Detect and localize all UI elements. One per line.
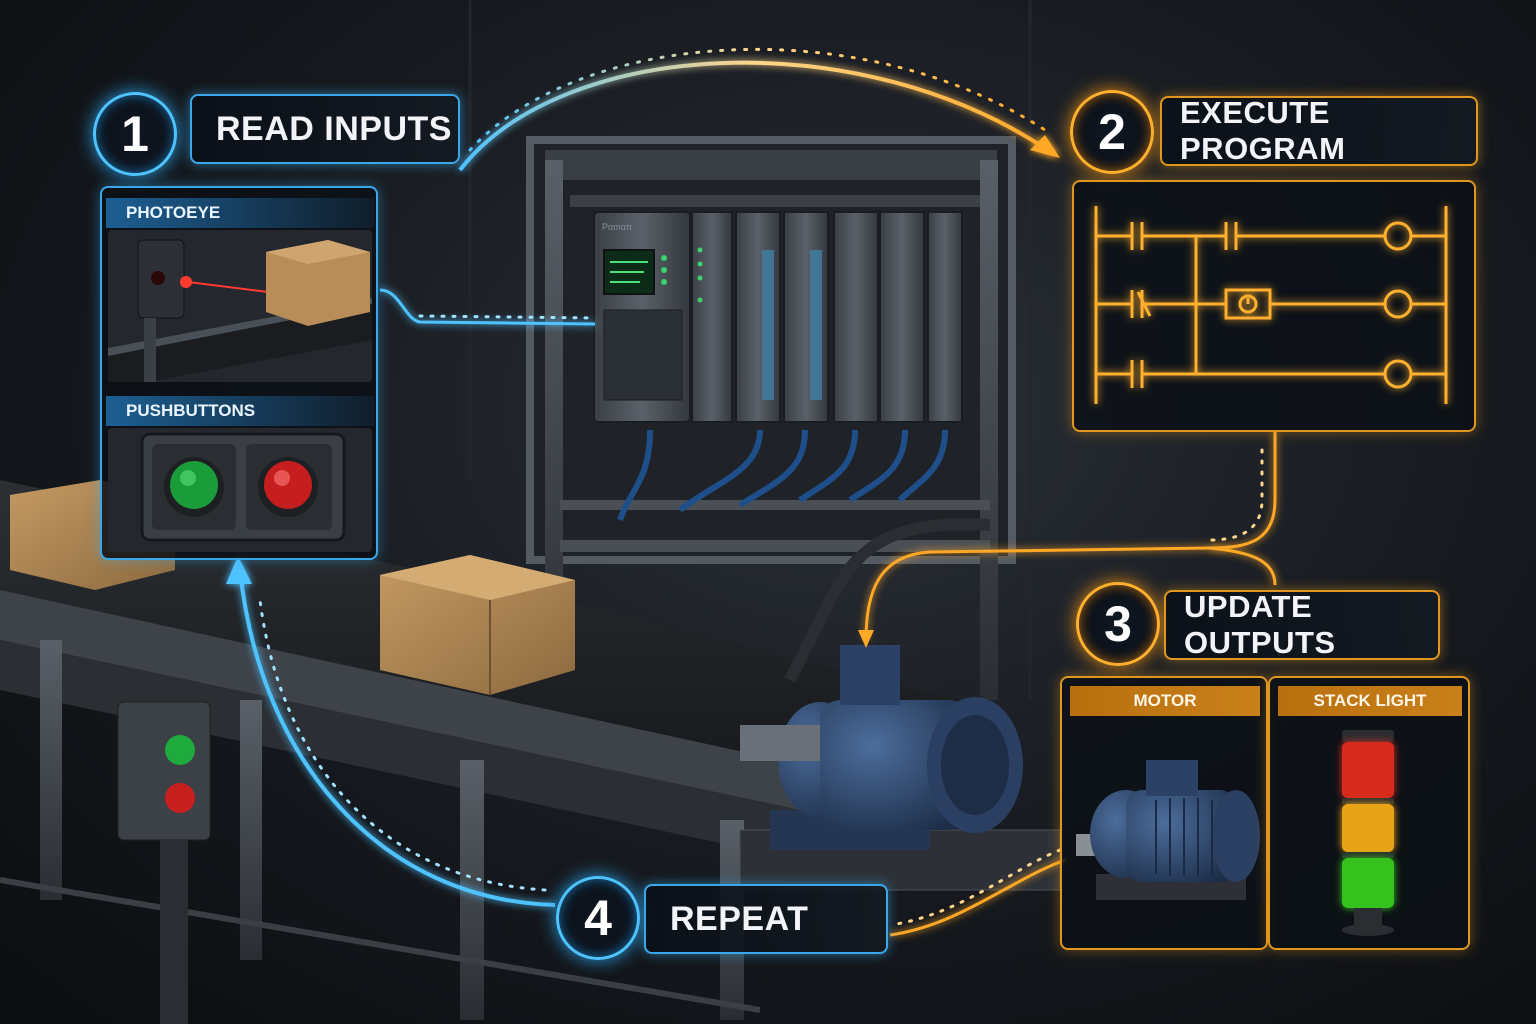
conveyor-motor — [739, 645, 1061, 891]
inputs-panel: PHOTOEYE PUSHBUTTONS — [100, 186, 378, 560]
motor-illustration — [1076, 760, 1260, 900]
pushbuttons-illustration — [108, 428, 372, 552]
step-3-label-pill: UPDATE OUTPUTS — [1164, 589, 1440, 660]
stack-light-illustration — [1342, 730, 1394, 936]
ladder-diagram — [1094, 206, 1448, 404]
step-2-label: EXECUTE PROGRAM — [1180, 95, 1346, 166]
step-1-number: 1 — [121, 106, 149, 162]
plc-io-modules — [691, 211, 963, 423]
motor-header: MOTOR — [1070, 686, 1260, 716]
step-4-label: REPEAT — [670, 899, 809, 938]
step-1-label: READ INPUTS — [216, 109, 452, 148]
step-4-badge: 4 — [556, 876, 640, 960]
pushbutton-station — [117, 701, 211, 1024]
cardboard-boxes — [10, 480, 575, 695]
pushbuttons-image — [108, 428, 372, 552]
plc-brand-text: Pαmαπ — [602, 222, 632, 232]
plc-cables — [617, 429, 948, 521]
step-3-label: UPDATE OUTPUTS — [1184, 589, 1336, 660]
plc-cpu — [593, 211, 691, 423]
stack-light-output-panel: STACK LIGHT — [1268, 676, 1470, 950]
step-1-badge: 1 — [93, 92, 177, 176]
step-3-badge: 3 — [1076, 582, 1160, 666]
stack-light-header: STACK LIGHT — [1278, 686, 1462, 716]
step-4-label-pill: REPEAT — [644, 884, 888, 954]
pushbuttons-header: PUSHBUTTONS — [106, 396, 374, 426]
step-4-number: 4 — [584, 890, 612, 946]
photoeye-image — [108, 230, 372, 382]
motor-output-panel: MOTOR — [1060, 676, 1268, 950]
step-2-label-pill: EXECUTE PROGRAM — [1160, 95, 1478, 166]
ladder-logic-panel — [1072, 180, 1476, 432]
photoeye-illustration — [108, 230, 372, 382]
photoeye-header: PHOTOEYE — [106, 198, 374, 228]
step-1-label-pill: READ INPUTS — [190, 94, 460, 164]
step-2-number: 2 — [1098, 104, 1126, 160]
step-2-badge: 2 — [1070, 90, 1154, 174]
step-3-number: 3 — [1104, 596, 1132, 652]
